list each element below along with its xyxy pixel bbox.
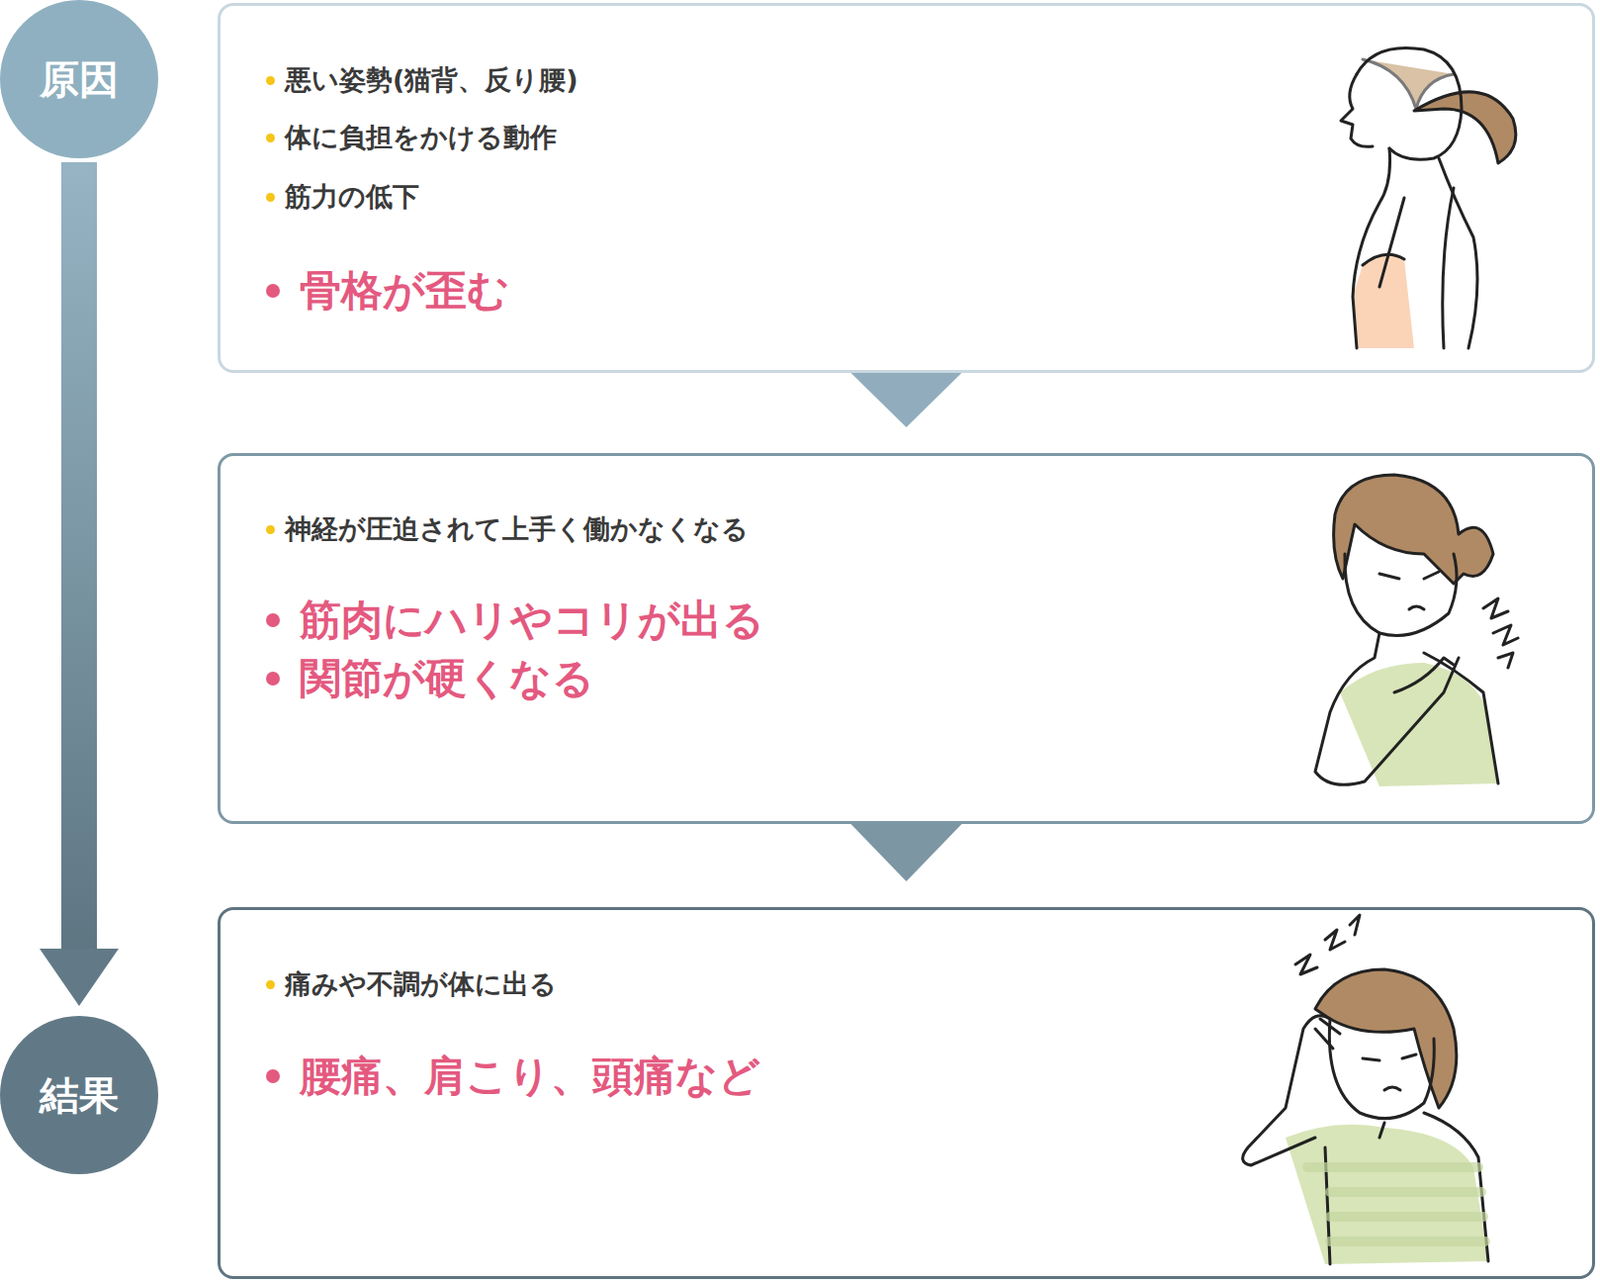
stage-box: 痛みや不調が体に出る腰痛、肩こり、頭痛など bbox=[217, 906, 1596, 1279]
bullet-row: 筋肉にハリやコリが出る bbox=[266, 594, 765, 646]
bullet-dot bbox=[266, 671, 280, 686]
circle-label: 結果 bbox=[39, 1067, 119, 1123]
bullet-dot bbox=[266, 133, 275, 143]
bullet-text: 体に負担をかける動作 bbox=[284, 119, 557, 156]
stage-box: 神経が圧迫されて上手く働かなくなる筋肉にハリやコリが出る関節が硬くなる bbox=[217, 452, 1596, 824]
circle-label: 原因 bbox=[39, 52, 119, 107]
bullet-row: 痛みや不調が体に出る bbox=[266, 966, 557, 1002]
bullet-dot bbox=[266, 1068, 280, 1083]
bullet-row: 神経が圧迫されて上手く働かなくなる bbox=[266, 511, 749, 547]
headache-figure bbox=[1243, 914, 1489, 1264]
flow-arrow bbox=[849, 821, 965, 882]
emphasis-text: 関節が硬くなる bbox=[299, 652, 595, 705]
bullet-row: 関節が硬くなる bbox=[266, 652, 595, 705]
bullet-dot bbox=[266, 76, 275, 86]
flow-arrow bbox=[39, 162, 119, 1006]
result-circle: 結果 bbox=[0, 1015, 159, 1174]
bullet-row: 筋力の低下 bbox=[266, 178, 420, 215]
bullet-text: 悪い姿勢(猫背、反り腰) bbox=[284, 62, 579, 98]
posture-figure bbox=[1340, 47, 1516, 349]
bullet-text: 神経が圧迫されて上手く働かなくなる bbox=[284, 511, 749, 547]
bullet-dot bbox=[266, 525, 275, 534]
stage-box: 悪い姿勢(猫背、反り腰) 体に負担をかける動作筋力の低下骨格が歪む bbox=[217, 2, 1596, 373]
bullet-dot bbox=[266, 613, 280, 627]
emphasis-text: 腰痛、肩こり、頭痛など bbox=[299, 1050, 761, 1102]
bullet-row: 骨格が歪む bbox=[266, 265, 510, 317]
bullet-text: 痛みや不調が体に出る bbox=[284, 966, 557, 1002]
bullet-row: 腰痛、肩こり、頭痛など bbox=[266, 1050, 761, 1102]
bullet-text: 筋力の低下 bbox=[284, 178, 420, 215]
bullet-dot bbox=[266, 192, 275, 202]
bullet-dot bbox=[266, 979, 275, 989]
bullet-dot bbox=[266, 283, 280, 298]
flow-arrow bbox=[849, 370, 965, 428]
bullet-row: 悪い姿勢(猫背、反り腰) bbox=[266, 62, 579, 98]
emphasis-text: 筋肉にハリやコリが出る bbox=[299, 594, 765, 646]
emphasis-text: 骨格が歪む bbox=[299, 265, 510, 317]
cause-circle: 原因 bbox=[0, 0, 159, 159]
shoulder-pain-figure bbox=[1315, 474, 1518, 787]
bullet-row: 体に負担をかける動作 bbox=[266, 119, 557, 156]
